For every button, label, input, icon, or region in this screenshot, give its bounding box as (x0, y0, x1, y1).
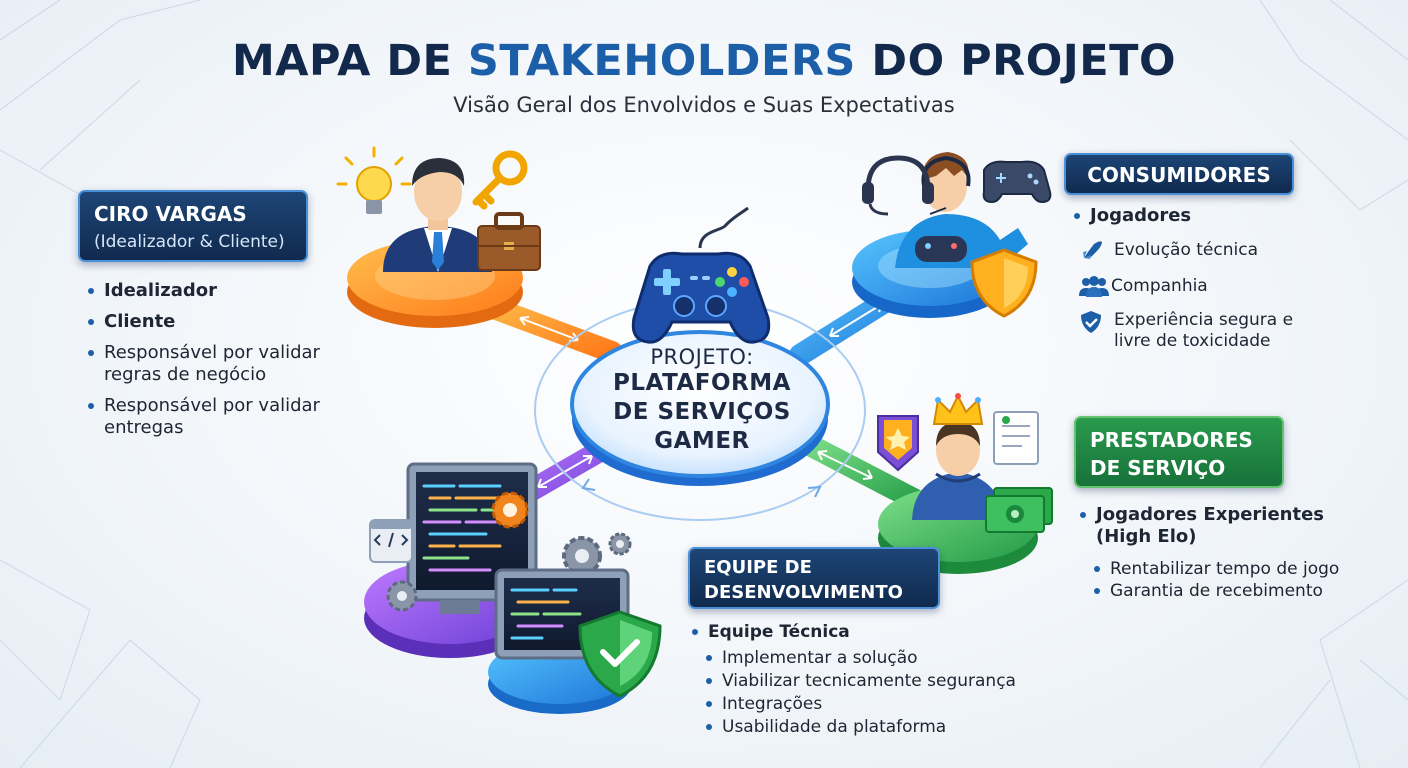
crown-icon (932, 393, 984, 425)
provider-avatar (912, 422, 1004, 520)
list-item: Jogadores (1072, 205, 1312, 227)
equipe-title-1: EQUIPE DE (704, 557, 812, 578)
page-title: MAPA DE STAKEHOLDERS DO PROJETO (231, 36, 1177, 86)
ciro-subtitle: (Idealizador & Cliente) (94, 232, 285, 252)
consumidores-title-box: CONSUMIDORES (1064, 153, 1294, 195)
list-item: Rentabilizar tempo de jogo (1092, 558, 1392, 580)
center-line-1: PROJETO: (650, 345, 754, 369)
center-line-4: GAMER (654, 428, 750, 454)
prestadores-group: Jogadores Experientes (High Elo) (1078, 504, 1358, 548)
headset-icon (862, 155, 934, 216)
gear-icon-orange (491, 491, 529, 529)
equipe-title-2: DESENVOLVIMENTO (704, 582, 903, 603)
prestadores-title-1: PRESTADORES (1090, 428, 1253, 452)
center-hub-label: PROJETO: PLATAFORMA DE SERVIÇOS GAMER (572, 345, 832, 456)
page-subtitle: Visão Geral dos Envolvidos e Suas Expect… (453, 93, 955, 117)
list-item: Usabilidade da plataforma (704, 716, 1054, 739)
code-tag-icon (369, 519, 413, 563)
list-item: Responsável por validar regras de negóci… (86, 342, 356, 386)
people-icon (1077, 276, 1111, 302)
key-icon (472, 150, 528, 210)
ciro-list: Idealizador Cliente Responsável por vali… (86, 280, 356, 439)
title-highlight: STAKEHOLDERS (467, 36, 856, 86)
equipe-title-box: EQUIPE DE DESENVOLVIMENTO (688, 547, 940, 609)
list-item: Equipe Técnica (690, 621, 950, 643)
gamepad-icon (631, 206, 771, 344)
briefcase-icon (477, 212, 541, 271)
consumer-expectation-3: Experiência segura e livre de toxicidade (1080, 310, 1310, 352)
prestadores-title-box: PRESTADORES DE SERVIÇO (1074, 416, 1284, 488)
consumer-expectation-2: Companhia (1077, 276, 1208, 302)
list-item: Garantia de recebimento (1092, 580, 1392, 602)
consumidores-group: Jogadores (1072, 205, 1312, 227)
businessman-avatar (383, 158, 492, 272)
list-item: Responsável por validar entregas (86, 395, 356, 439)
shield-icon-gold (970, 248, 1038, 318)
list-item: Cliente (86, 311, 356, 333)
center-line-2: PLATAFORMA (613, 370, 791, 396)
prestadores-list: Rentabilizar tempo de jogo Garantia de r… (1092, 558, 1392, 602)
consumer-expectation-1: Evolução técnica (1080, 240, 1258, 266)
ciro-title: CIRO VARGAS (94, 202, 247, 226)
money-icon (985, 487, 1053, 533)
rank-badge-icon (877, 415, 919, 472)
list-item: Idealizador (86, 280, 356, 302)
security-shield-icon (578, 610, 662, 698)
contract-icon (993, 411, 1039, 465)
prestadores-title-2: DE SERVIÇO (1090, 456, 1226, 480)
lightbulb-icon (336, 146, 412, 214)
equipe-group: Equipe Técnica (690, 621, 950, 643)
consumidores-title: CONSUMIDORES (1087, 163, 1271, 187)
list-item: Jogadores Experientes (High Elo) (1078, 504, 1358, 548)
center-line-3: DE SERVIÇOS (613, 399, 791, 425)
equipe-list: Implementar a solução Viabilizar tecnica… (704, 647, 1054, 739)
shield-check-icon (1080, 310, 1114, 338)
controller-icon-small (982, 160, 1052, 204)
list-item: Implementar a solução (704, 647, 1054, 670)
rocket-icon (1080, 240, 1114, 266)
list-item: Viabilizar tecnicamente segurança (704, 670, 1054, 693)
ciro-title-box: CIRO VARGAS (Idealizador & Cliente) (78, 190, 308, 262)
list-item: Integrações (704, 693, 1054, 716)
connector-green (789, 429, 936, 516)
